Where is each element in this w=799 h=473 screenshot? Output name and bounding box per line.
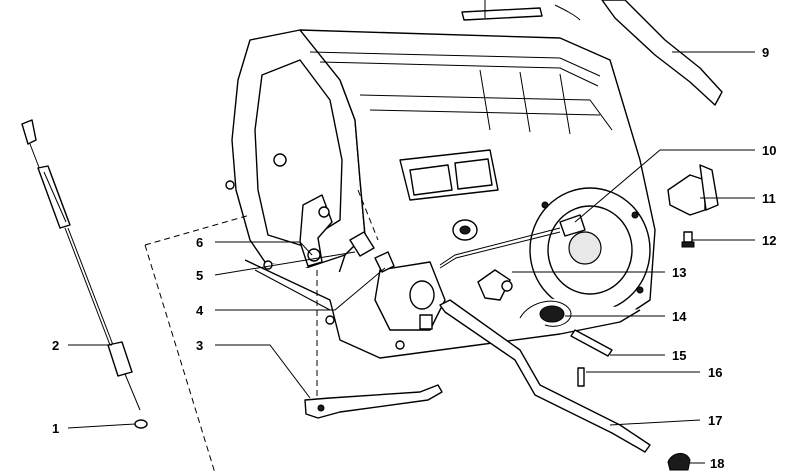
callout-9: 9 — [762, 45, 769, 60]
part-13-clip — [477, 269, 513, 301]
callout-17: 17 — [708, 413, 722, 428]
part-9-arm — [461, 0, 723, 106]
transmission-housing — [225, 29, 656, 359]
part-17-rod — [439, 299, 651, 453]
callout-5: 5 — [196, 268, 203, 283]
part-2-selector-cable — [21, 119, 148, 429]
part-3-bracket — [304, 384, 443, 419]
callout-4: 4 — [196, 303, 204, 318]
callout-14: 14 — [672, 309, 687, 324]
callout-2: 2 — [52, 338, 59, 353]
callout-16: 16 — [708, 365, 722, 380]
part-16-pin — [577, 367, 585, 387]
part-11-bracket — [667, 164, 719, 216]
part-10-cable — [439, 214, 586, 269]
callout-10: 10 — [762, 143, 776, 158]
part-18-clip — [667, 453, 691, 471]
callout-1: 1 — [52, 421, 59, 436]
part-15-pin — [570, 329, 613, 357]
part-5-bushing — [349, 231, 395, 273]
callout-13: 13 — [672, 265, 686, 280]
callout-12: 12 — [762, 233, 776, 248]
callout-15: 15 — [672, 348, 686, 363]
part-14-spring — [519, 300, 572, 327]
callout-3: 3 — [196, 338, 203, 353]
callout-labels: 1 2 3 4 5 6 9 10 11 12 13 14 15 16 17 18 — [52, 45, 776, 471]
callout-11: 11 — [762, 191, 776, 206]
dashed-boundary — [144, 189, 379, 473]
part-12-bolt — [681, 231, 695, 248]
callout-6: 6 — [196, 235, 203, 250]
part-6-lever — [299, 194, 333, 267]
callout-18: 18 — [710, 456, 724, 471]
leader-lines — [67, 0, 755, 464]
